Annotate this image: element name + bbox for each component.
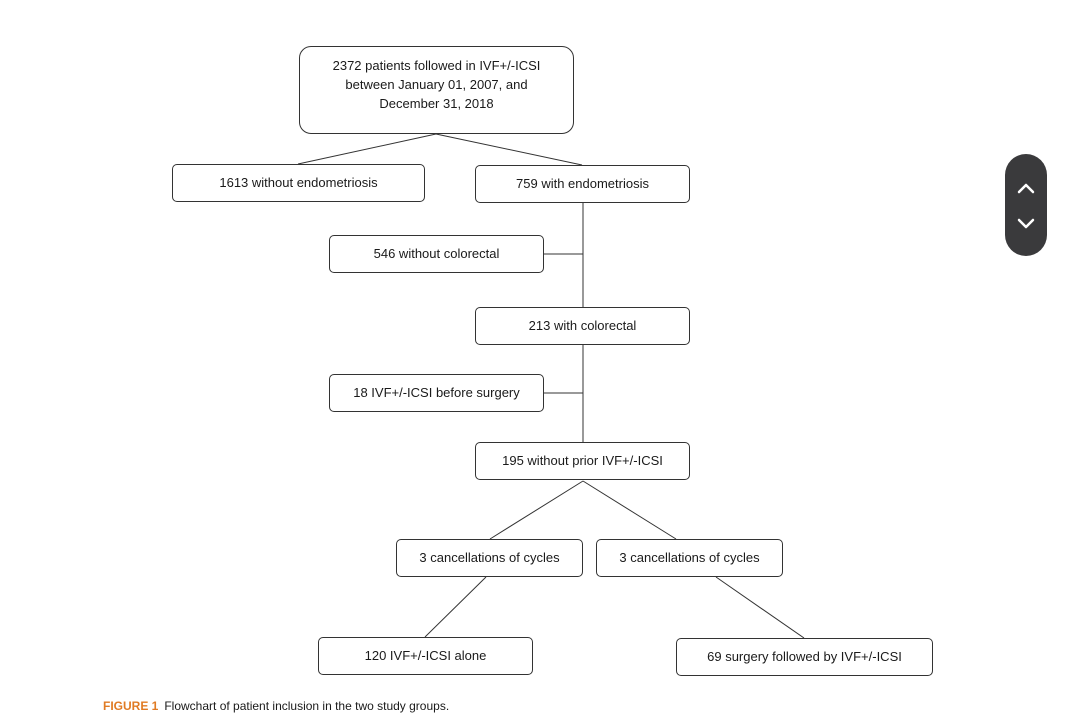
without-colorectal-text: 546 without colorectal <box>373 246 500 261</box>
with-colorectal-text: 213 with colorectal <box>528 318 637 333</box>
root-patients-text: 2372 patients followed in IVF+/-ICSI bet… <box>332 58 541 111</box>
connector-root-to-without-endometriosis <box>297 133 437 165</box>
surgery-then-ivf-box: 69 surgery followed by IVF+/-ICSI <box>676 638 933 676</box>
without-prior-ivf-box: 195 without prior IVF+/-ICSI <box>475 442 690 480</box>
figure-caption: FIGURE 1 Flowchart of patient inclusion i… <box>103 699 449 713</box>
connector-to-ivf-alone <box>424 576 487 638</box>
chevron-down-icon <box>1017 218 1035 229</box>
connector-to-surgery-then-ivf <box>715 576 805 639</box>
ivf-before-surgery-box: 18 IVF+/-ICSI before surgery <box>329 374 544 412</box>
chevron-up-icon <box>1017 183 1035 194</box>
with-endometriosis-text: 759 with endometriosis <box>516 176 649 191</box>
without-endometriosis-box: 1613 without endometriosis <box>172 164 425 202</box>
cancellations-left-text: 3 cancellations of cycles <box>419 550 560 565</box>
cancellations-right-box: 3 cancellations of cycles <box>596 539 783 577</box>
connector-to-cancellations-left <box>489 480 584 540</box>
surgery-then-ivf-text: 69 surgery followed by IVF+/-ICSI <box>707 649 902 664</box>
with-colorectal-box: 213 with colorectal <box>475 307 690 345</box>
cancellations-right-text: 3 cancellations of cycles <box>619 550 760 565</box>
connector-root-to-with-endometriosis <box>435 133 583 166</box>
figure-caption-text: Flowchart of patient inclusion in the tw… <box>164 699 450 713</box>
ivf-alone-text: 120 IVF+/-ICSI alone <box>364 648 487 663</box>
ivf-alone-box: 120 IVF+/-ICSI alone <box>318 637 533 675</box>
root-patients-box: 2372 patients followed in IVF+/-ICSI bet… <box>299 46 574 134</box>
figure-label: FIGURE 1 <box>103 699 159 713</box>
scroll-down-button[interactable] <box>1005 204 1047 244</box>
without-endometriosis-text: 1613 without endometriosis <box>219 175 378 190</box>
connector-to-cancellations-right <box>582 480 677 540</box>
cancellations-left-box: 3 cancellations of cycles <box>396 539 583 577</box>
ivf-before-surgery-text: 18 IVF+/-ICSI before surgery <box>353 385 520 400</box>
with-endometriosis-box: 759 with endometriosis <box>475 165 690 203</box>
scroll-up-button[interactable] <box>1005 168 1047 208</box>
without-colorectal-box: 546 without colorectal <box>329 235 544 273</box>
without-prior-ivf-text: 195 without prior IVF+/-ICSI <box>502 453 663 468</box>
scroll-control <box>1005 154 1047 256</box>
